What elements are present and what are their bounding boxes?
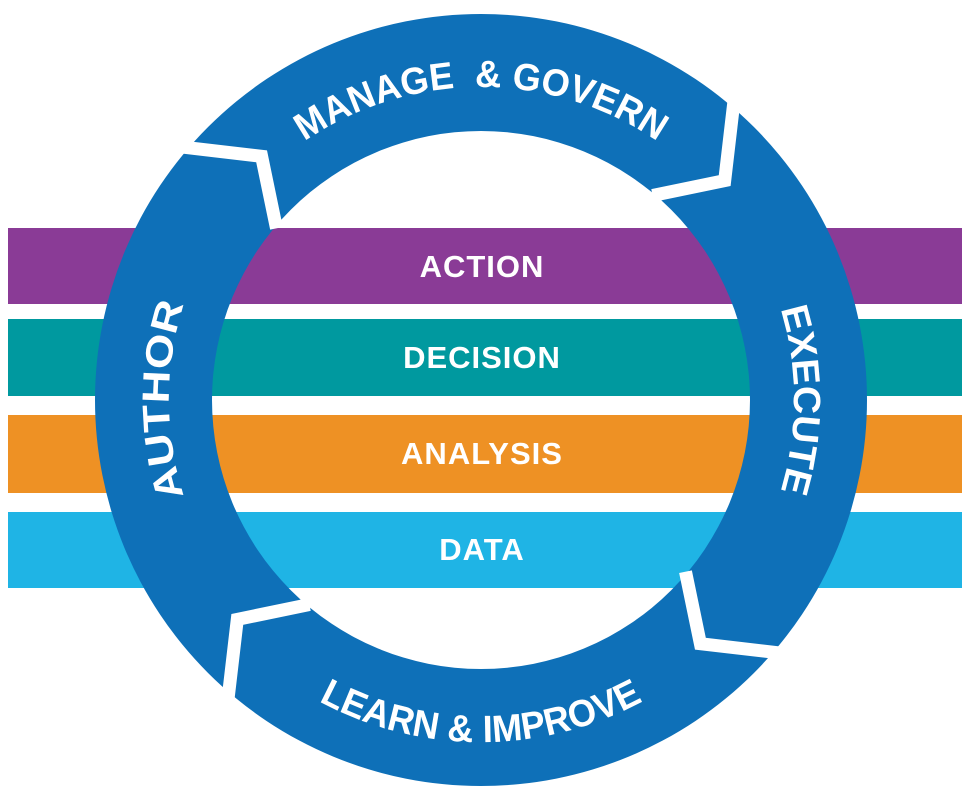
arrow-divider-bottom-right bbox=[679, 570, 784, 660]
bar-label-data: DATA bbox=[439, 532, 525, 567]
segment-dividers bbox=[178, 97, 784, 703]
arrow-divider-bottom-left bbox=[221, 598, 311, 703]
bar-label-analysis: ANALYSIS bbox=[401, 436, 563, 471]
bar-label-action: ACTION bbox=[420, 249, 545, 284]
bar-label-decision: DECISION bbox=[403, 340, 561, 375]
arrow-divider-top-left bbox=[178, 140, 283, 230]
lifecycle-ring bbox=[95, 14, 867, 786]
arrow-divider-top-right bbox=[651, 97, 741, 202]
